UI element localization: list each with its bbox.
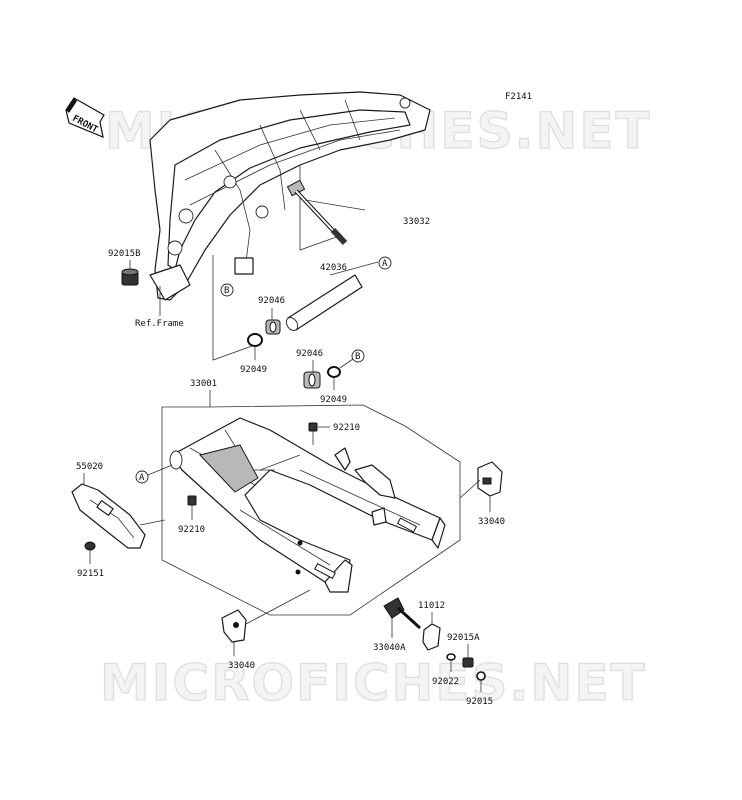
part-label-92046-upper: 92046 (258, 296, 285, 306)
part-label-55020: 55020 (76, 462, 103, 472)
part-label-92022: 92022 (432, 677, 459, 687)
part-label-33032: 33032 (403, 217, 430, 227)
marker-b-lower: B (351, 349, 365, 363)
part-label-42036: 42036 (320, 263, 347, 273)
part-label-92015: 92015 (466, 697, 493, 707)
part-label-92151: 92151 (77, 569, 104, 579)
nut-92015b (121, 268, 139, 286)
plug-92210-lower (187, 495, 197, 506)
plate-11012 (422, 623, 441, 651)
part-label-33001: 33001 (190, 379, 217, 389)
adjuster-33040a (383, 597, 422, 630)
bearing-92046-upper (265, 319, 281, 335)
part-label-33040-right: 33040 (478, 517, 505, 527)
collar-42036 (285, 274, 363, 331)
marker-a-upper: A (378, 256, 392, 270)
seal-92049-upper (247, 333, 263, 347)
part-label-33040-left: 33040 (228, 661, 255, 671)
part-label-92210-upper: 92210 (333, 423, 360, 433)
swingarm-33001 (169, 417, 446, 593)
chain-adjuster-33040-left (221, 609, 247, 643)
part-label-92049-lower: 92049 (320, 395, 347, 405)
ref-frame-label: Ref.Frame (135, 319, 184, 329)
part-label-11012: 11012 (418, 601, 445, 611)
diagram-code: F2141 (505, 92, 532, 102)
nut-92015 (476, 671, 486, 681)
svg-text:B: B (355, 352, 360, 362)
part-label-92046-lower: 92046 (296, 349, 323, 359)
watermark-bottom: MICROFICHES.NET (100, 654, 647, 712)
part-label-92015B: 92015B (108, 249, 141, 259)
pivot-bolt-33032 (286, 179, 348, 246)
part-label-92015A: 92015A (447, 633, 480, 643)
part-label-92210-lower: 92210 (178, 525, 205, 535)
chain-adjuster-33040-right (477, 461, 503, 497)
main-frame (149, 91, 431, 301)
screw-92151 (84, 541, 96, 551)
svg-text:A: A (382, 259, 388, 269)
washer-92022 (446, 653, 456, 661)
part-label-33040A: 33040A (373, 643, 406, 653)
bearing-92046-lower (303, 371, 321, 389)
seal-92049-lower (327, 366, 341, 378)
marker-a-lower: A (135, 470, 149, 484)
svg-text:A: A (139, 473, 145, 483)
chain-slider-55020 (71, 483, 146, 549)
svg-text:B: B (224, 286, 229, 296)
plug-92210-upper (308, 422, 318, 432)
part-label-92049-upper: 92049 (240, 365, 267, 375)
marker-b-upper: B (220, 283, 234, 297)
front-arrow-icon: FRONT (65, 97, 105, 138)
nut-92015a (462, 657, 474, 668)
